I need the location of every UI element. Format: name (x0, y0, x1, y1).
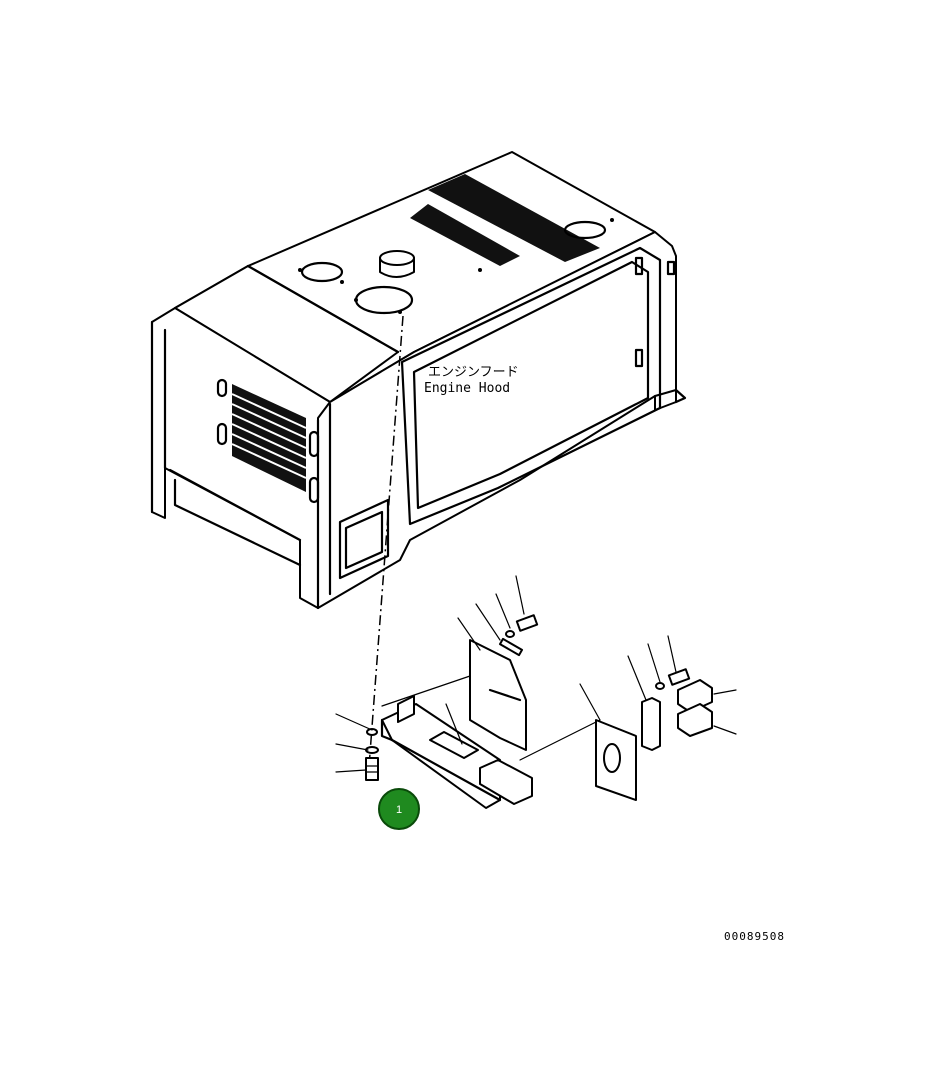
part-name-en: Engine Hood (424, 381, 510, 396)
bracket-assembly (335, 575, 737, 809)
engine-hood (150, 151, 687, 610)
callout-circle[interactable] (378, 788, 420, 830)
bolt-left (365, 757, 379, 781)
drawing-code: 00089508 (724, 930, 785, 943)
callout-1[interactable]: 1 (378, 788, 420, 830)
part-name-jp: エンジンフード (428, 365, 519, 380)
callout-number: 1 (396, 804, 402, 816)
